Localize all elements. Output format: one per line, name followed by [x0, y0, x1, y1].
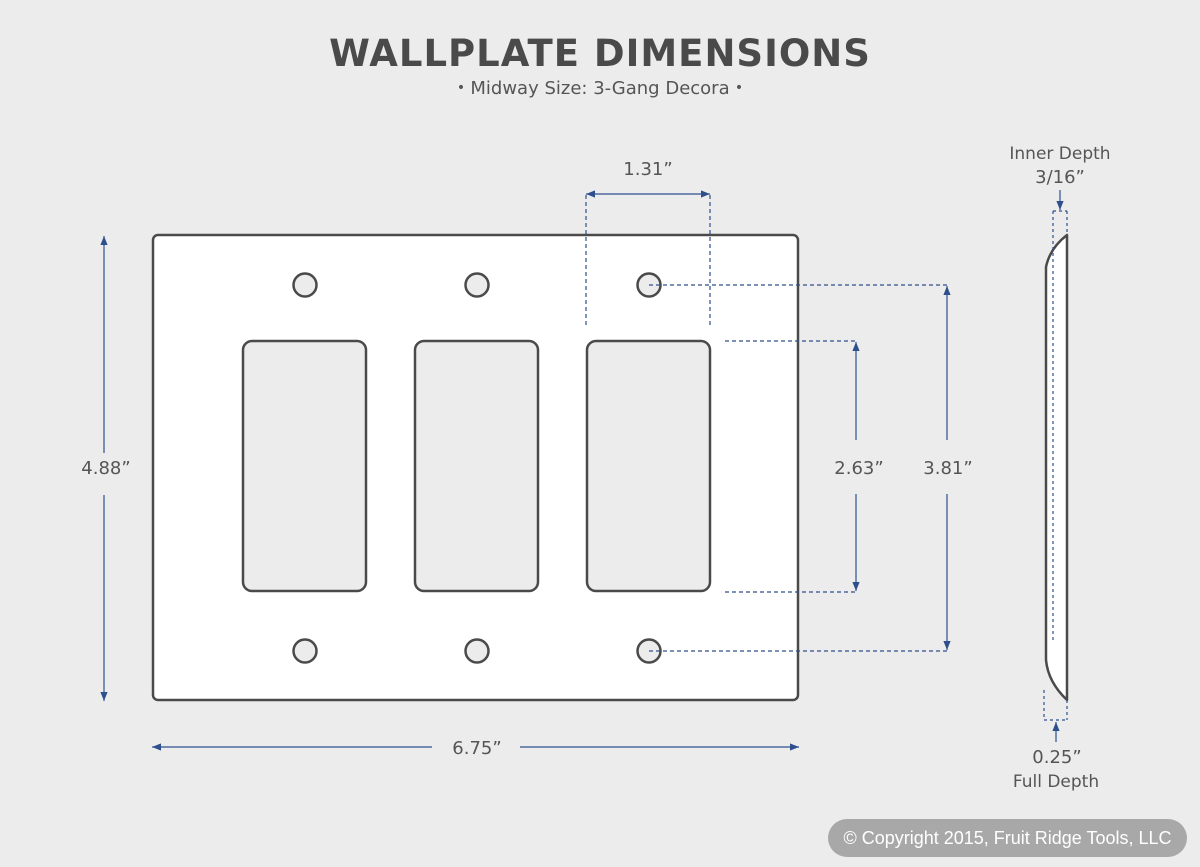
side-profile-outline	[1044, 233, 1069, 702]
dimension-width: 6.75”	[152, 738, 799, 759]
dimension-screw-spacing: 3.81”	[923, 286, 973, 650]
decora-opening-2	[413, 339, 540, 593]
dimension-opening-height: 2.63”	[834, 342, 884, 591]
opening-height-label: 2.63”	[834, 458, 883, 479]
extension-lines	[585, 195, 948, 652]
inner-depth-value: 3/16”	[1035, 167, 1085, 188]
wallplate-front-view	[151, 233, 800, 702]
screw-spacing-label: 3.81”	[923, 458, 972, 479]
full-depth-value: 0.25”	[1032, 747, 1081, 768]
screw-hole-top-1	[292, 272, 318, 298]
wallplate-side-view: Inner Depth 3/16” 0.25” Full Depth	[1009, 144, 1110, 792]
screw-hole-bottom-2	[464, 638, 490, 664]
width-label: 6.75”	[452, 738, 501, 759]
opening-width-label: 1.31”	[623, 159, 672, 180]
subtitle-bullet-right: •	[735, 80, 743, 96]
screw-hole-bottom-1	[292, 638, 318, 664]
subtitle-bullet-left: •	[457, 80, 465, 96]
full-depth-label: Full Depth	[1013, 772, 1099, 792]
inner-depth-label: Inner Depth	[1009, 144, 1110, 164]
copyright-text: © Copyright 2015, Fruit Ridge Tools, LLC	[843, 827, 1172, 848]
copyright-badge: © Copyright 2015, Fruit Ridge Tools, LLC	[828, 819, 1187, 857]
decora-opening-1	[241, 339, 368, 593]
dimension-height: 4.88”	[81, 236, 131, 701]
decora-opening-3	[585, 339, 712, 593]
height-label: 4.88”	[81, 458, 130, 479]
dimension-opening-width: 1.31”	[586, 159, 710, 198]
screw-hole-top-2	[464, 272, 490, 298]
page-title: WALLPLATE DIMENSIONS	[329, 32, 871, 75]
page-subtitle: Midway Size: 3-Gang Decora	[470, 78, 729, 99]
